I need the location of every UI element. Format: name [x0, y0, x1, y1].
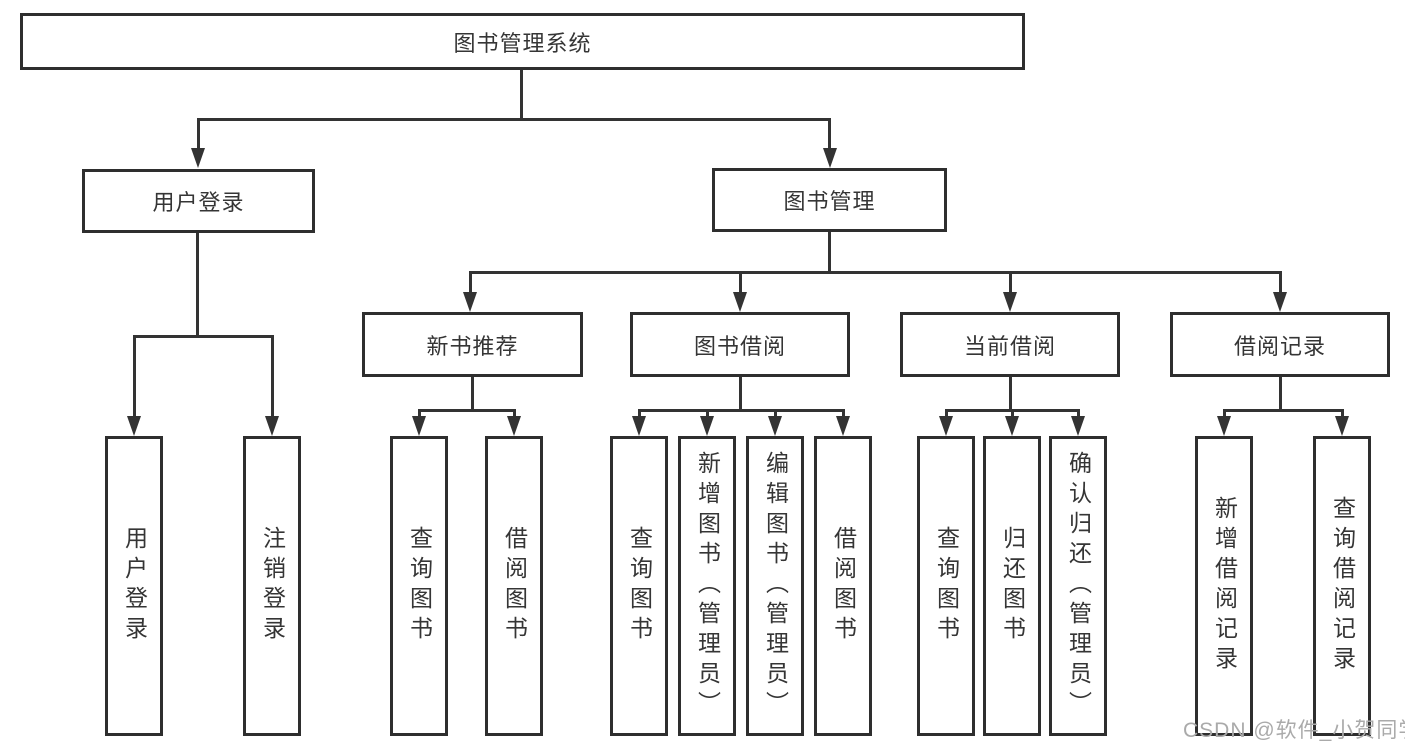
- leaf-add-books-admin-label: 新增图书（管理员）: [694, 451, 721, 721]
- connector-to-user-login: [197, 118, 200, 151]
- connector-to-confirm-return-admin: [1077, 409, 1080, 418]
- leaf-query-books-1-label: 查询图书: [406, 526, 433, 646]
- leaf-query-borrow-record-label: 查询借阅记录: [1329, 496, 1356, 676]
- connector-to-edit-books-admin: [774, 409, 777, 418]
- node-library-management-system-label: 图书管理系统: [453, 30, 592, 56]
- arrow-down-icon: [191, 148, 205, 168]
- leaf-query-books-2-label: 查询图书: [626, 526, 653, 646]
- node-borrowing-records: 借阅记录: [1170, 312, 1390, 377]
- connector-current-borrowing-stem: [1009, 377, 1012, 409]
- leaf-edit-books-admin: 编辑图书（管理员）: [746, 436, 804, 736]
- arrow-down-icon: [1005, 416, 1019, 436]
- arrow-down-icon: [1071, 416, 1085, 436]
- leaf-logout-label: 注销登录: [259, 526, 286, 646]
- node-new-book-recommendation-label: 新书推荐: [426, 333, 519, 359]
- connector-level2-spine: [197, 118, 831, 121]
- leaf-borrow-books-2-label: 借阅图书: [830, 526, 857, 646]
- leaf-borrow-books-1: 借阅图书: [485, 436, 543, 736]
- node-current-borrowing-label: 当前借阅: [963, 333, 1056, 359]
- leaf-add-borrow-record: 新增借阅记录: [1195, 436, 1253, 736]
- leaf-query-books-3: 查询图书: [917, 436, 975, 736]
- connector-new-book-spine: [418, 409, 516, 412]
- arrow-down-icon: [768, 416, 782, 436]
- leaf-confirm-return-admin: 确认归还（管理员）: [1049, 436, 1107, 736]
- leaf-user-login-label: 用户登录: [121, 526, 148, 646]
- connector-to-query-books-1: [418, 409, 421, 418]
- leaf-query-borrow-record: 查询借阅记录: [1313, 436, 1371, 736]
- connector-user-login-spine: [133, 335, 274, 338]
- connector-to-borrow-books-2: [842, 409, 845, 418]
- leaf-user-login: 用户登录: [105, 436, 163, 736]
- node-library-management-system: 图书管理系统: [20, 13, 1025, 70]
- node-book-borrowing-label: 图书借阅: [693, 333, 786, 359]
- connector-to-new-book-recommendation: [469, 271, 472, 295]
- connector-to-query-books-3: [945, 409, 948, 418]
- connector-book-borrowing-spine: [638, 409, 845, 412]
- connector-user-login-stem: [196, 233, 199, 335]
- node-current-borrowing: 当前借阅: [900, 312, 1120, 377]
- leaf-return-books: 归还图书: [983, 436, 1041, 736]
- leaf-add-borrow-record-label: 新增借阅记录: [1211, 496, 1238, 676]
- connector-borrowing-records-stem: [1279, 377, 1282, 409]
- leaf-borrow-books-2: 借阅图书: [814, 436, 872, 736]
- connector-to-book-management: [828, 118, 831, 151]
- arrow-down-icon: [127, 416, 141, 436]
- node-book-management-label: 图书管理: [783, 189, 876, 214]
- arrow-down-icon: [823, 148, 837, 168]
- connector-to-borrow-books-1: [513, 409, 516, 418]
- connector-new-book-stem: [471, 377, 474, 409]
- node-new-book-recommendation: 新书推荐: [362, 312, 583, 377]
- arrow-down-icon: [1217, 416, 1231, 436]
- connector-book-borrowing-stem: [739, 377, 742, 409]
- connector-to-query-borrow-record: [1341, 409, 1344, 418]
- node-book-borrowing: 图书借阅: [630, 312, 850, 377]
- connector-to-book-borrowing: [739, 271, 742, 295]
- arrow-down-icon: [507, 416, 521, 436]
- leaf-query-books-2: 查询图书: [610, 436, 668, 736]
- connector-to-return-books: [1011, 409, 1014, 418]
- arrow-down-icon: [1335, 416, 1349, 436]
- leaf-query-books-1: 查询图书: [390, 436, 448, 736]
- leaf-return-books-label: 归还图书: [999, 526, 1026, 646]
- arrow-down-icon: [836, 416, 850, 436]
- connector-to-query-books-2: [638, 409, 641, 418]
- leaf-borrow-books-1-label: 借阅图书: [501, 526, 528, 646]
- node-book-management: 图书管理: [712, 168, 947, 232]
- arrow-down-icon: [700, 416, 714, 436]
- arrow-down-icon: [632, 416, 646, 436]
- arrow-down-icon: [463, 292, 477, 312]
- csdn-watermark: CSDN @软件_小贺同学: [1183, 719, 1405, 742]
- arrow-down-icon: [1273, 292, 1287, 312]
- connector-to-add-books-admin: [706, 409, 709, 418]
- arrow-down-icon: [939, 416, 953, 436]
- node-borrowing-records-label: 借阅记录: [1233, 333, 1326, 359]
- arrow-down-icon: [1003, 292, 1017, 312]
- leaf-query-books-3-label: 查询图书: [933, 526, 960, 646]
- connector-to-leaf-user-login: [133, 335, 136, 419]
- connector-level3-spine: [469, 271, 1281, 274]
- connector-to-add-borrow-record: [1223, 409, 1226, 418]
- connector-borrowing-records-spine: [1223, 409, 1344, 412]
- leaf-confirm-return-admin-label: 确认归还（管理员）: [1065, 451, 1092, 721]
- connector-to-borrowing-records: [1279, 271, 1282, 295]
- leaf-logout: 注销登录: [243, 436, 301, 736]
- connector-to-leaf-logout: [271, 335, 274, 419]
- connector-root-stem: [520, 70, 523, 118]
- node-user-login-label: 用户登录: [152, 190, 245, 215]
- connector-book-management-stem: [828, 232, 831, 271]
- leaf-edit-books-admin-label: 编辑图书（管理员）: [762, 451, 789, 721]
- leaf-add-books-admin: 新增图书（管理员）: [678, 436, 736, 736]
- arrow-down-icon: [733, 292, 747, 312]
- node-user-login: 用户登录: [82, 169, 315, 233]
- arrow-down-icon: [265, 416, 279, 436]
- connector-to-current-borrowing: [1009, 271, 1012, 295]
- arrow-down-icon: [412, 416, 426, 436]
